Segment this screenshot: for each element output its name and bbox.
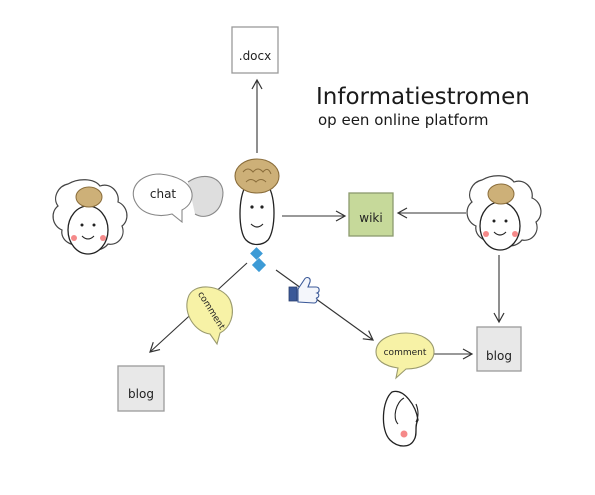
diagram-subtitle: op een online platform bbox=[318, 111, 488, 129]
chat-bubble-icon: chat bbox=[132, 173, 224, 224]
docx-label: .docx bbox=[239, 49, 271, 63]
comment-right-label: comment bbox=[384, 348, 427, 358]
comment-bubble-right-icon: comment bbox=[375, 332, 435, 380]
thumbs-up-icon bbox=[288, 277, 320, 304]
blog-left-label: blog bbox=[128, 387, 154, 401]
arrow-to-comment-right bbox=[275, 269, 375, 341]
person-bottom-icon bbox=[382, 390, 419, 447]
person-center-icon bbox=[234, 158, 280, 246]
comment-bubble-left-icon: comment bbox=[186, 286, 233, 346]
chat-label: chat bbox=[150, 187, 177, 201]
docx-node: .docx bbox=[231, 26, 279, 74]
wiki-node: wiki bbox=[348, 192, 394, 237]
blog-right-node: blog bbox=[476, 326, 522, 372]
person-left-icon bbox=[52, 179, 128, 255]
diagram-title: Informatiestromen bbox=[316, 84, 530, 110]
wiki-label: wiki bbox=[359, 211, 382, 225]
blog-right-label: blog bbox=[486, 349, 512, 363]
diamond-icon bbox=[250, 247, 267, 273]
person-right-icon bbox=[466, 175, 542, 251]
blog-left-node: blog bbox=[117, 365, 165, 412]
